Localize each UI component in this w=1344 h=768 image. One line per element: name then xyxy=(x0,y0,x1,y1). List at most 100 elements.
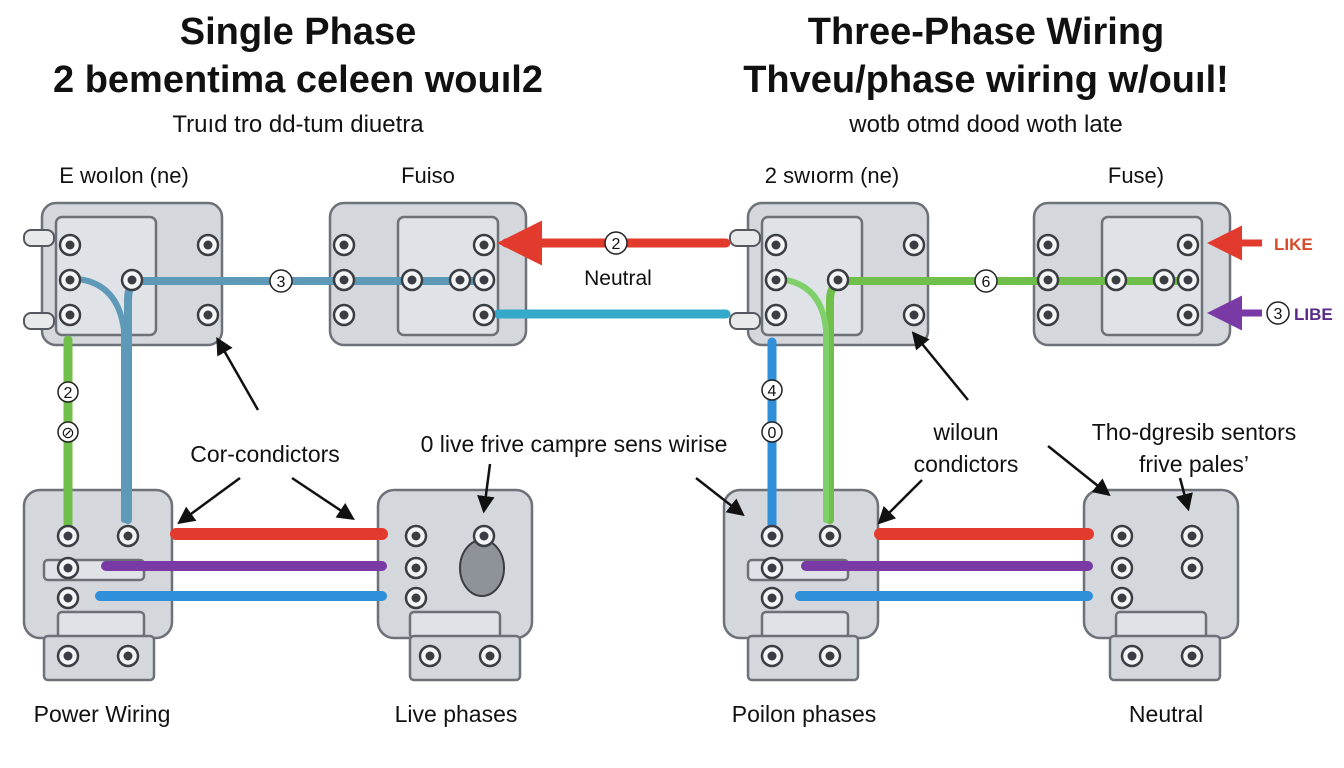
arrow-left-up xyxy=(216,336,260,411)
terminal-screw-icon xyxy=(448,268,472,292)
terminal-screw-icon xyxy=(56,556,80,580)
right-green-cable-2 xyxy=(777,276,829,523)
left-subtitle: 2 bementima celeen wouıl2 xyxy=(53,59,543,101)
terminal-screw-icon xyxy=(196,233,220,257)
arrow-sentors-2 xyxy=(1175,477,1193,512)
badge-left-2: 2 xyxy=(57,381,79,403)
terminal-screw-icon xyxy=(58,233,82,257)
badge-left-small-text: ⊘ xyxy=(61,425,74,442)
right-bottom-label-2: Neutral xyxy=(1129,701,1203,727)
badge-left-3-text: 3 xyxy=(277,274,286,291)
left-fuse-label: Fuiso xyxy=(401,163,455,188)
terminal-screw-icon xyxy=(818,524,842,548)
arrow-left-conductor-1 xyxy=(177,476,241,525)
badge-left-small: ⊘ xyxy=(57,421,79,443)
terminal-screw-icon xyxy=(1110,524,1134,548)
terminal-screw-icon xyxy=(760,524,784,548)
badge-right-4: 4 xyxy=(761,379,783,401)
badge-left-3: 3 xyxy=(269,269,293,293)
terminal-screw-icon xyxy=(764,303,788,327)
badge-left-2-text: 2 xyxy=(64,385,73,402)
left-title: Single Phase xyxy=(180,11,417,53)
terminal-screw-icon xyxy=(760,586,784,610)
badge-right-3: 3 xyxy=(1266,301,1290,325)
terminal-screw-icon xyxy=(196,303,220,327)
terminal-screw-icon xyxy=(472,303,496,327)
terminal-screw-icon xyxy=(400,268,424,292)
terminal-screw-icon xyxy=(1180,524,1204,548)
terminal-screw-icon xyxy=(472,268,496,292)
badge-right-0-text: 0 xyxy=(768,425,777,442)
terminal-screw-icon xyxy=(818,644,842,668)
badge-right-6-text: 6 xyxy=(982,274,991,291)
terminal-screw-icon xyxy=(764,268,788,292)
arrow-left-conductor-2 xyxy=(291,476,355,520)
right-fuse-box xyxy=(1032,201,1232,347)
terminal-screw-icon xyxy=(332,233,356,257)
terminal-screw-icon xyxy=(472,524,496,548)
terminal-screw-icon xyxy=(760,556,784,580)
left-bottom-label-2: Live phases xyxy=(395,701,518,727)
left-callout: Cor-condictors xyxy=(190,441,340,467)
terminal-screw-icon xyxy=(418,644,442,668)
terminal-screw-icon xyxy=(116,524,140,548)
terminal-screw-icon xyxy=(902,303,926,327)
terminal-screw-icon xyxy=(760,644,784,668)
terminal-screw-icon xyxy=(1180,644,1204,668)
terminal-screw-icon xyxy=(120,268,144,292)
libe-label: LIBE xyxy=(1294,305,1333,324)
left-fuse-box xyxy=(328,201,528,347)
badge-center-2-text: 2 xyxy=(612,236,621,253)
terminal-screw-icon xyxy=(56,644,80,668)
terminal-screw-icon xyxy=(1036,268,1060,292)
left-caption: Truıd tro dd-tum diuetra xyxy=(172,111,424,138)
terminal-screw-icon xyxy=(332,268,356,292)
right-bottom-label-1: Poilon phases xyxy=(732,701,877,727)
terminal-screw-icon xyxy=(478,644,502,668)
left-blue-gray-cable-2 xyxy=(75,276,127,523)
badge-right-6: 6 xyxy=(974,269,998,293)
terminal-screw-icon xyxy=(404,556,428,580)
right-switch-label: 2 swıorm (ne) xyxy=(765,163,899,188)
left-power-box xyxy=(22,488,174,682)
terminal-screw-icon xyxy=(1036,303,1060,327)
right-poilon-box xyxy=(722,488,880,682)
terminal-screw-icon xyxy=(1036,233,1060,257)
badge-right-0: 0 xyxy=(761,421,783,443)
terminal-screw-icon xyxy=(1110,556,1134,580)
right-callout-line1: wiloun xyxy=(932,419,998,445)
center-neutral-label: Neutral xyxy=(584,267,652,290)
badge-right-4-text: 4 xyxy=(768,383,777,400)
left-bottom-label-1: Power Wiring xyxy=(34,701,171,727)
terminal-screw-icon xyxy=(1176,303,1200,327)
right-title: Three-Phase Wiring xyxy=(808,11,1165,53)
terminal-screw-icon xyxy=(764,233,788,257)
terminal-screw-icon xyxy=(56,586,80,610)
arrow-live-text xyxy=(477,463,495,514)
left-switch-label: E woılon (ne) xyxy=(59,163,189,188)
arrow-right-switch xyxy=(695,477,745,517)
right-neutral-box xyxy=(1082,488,1240,682)
arrow-right-conductor-1 xyxy=(877,479,923,525)
terminal-screw-icon xyxy=(1176,268,1200,292)
left-live-box xyxy=(376,488,534,682)
badge-center-2: 2 xyxy=(604,231,628,255)
right-callout-line2: condictors xyxy=(914,451,1019,477)
terminal-screw-icon xyxy=(1152,268,1176,292)
right-sentors-line2: frive pales’ xyxy=(1139,451,1249,477)
like-label: LIKE xyxy=(1274,235,1313,254)
right-sentors-line1: Tho-dgresib sentors xyxy=(1092,419,1297,445)
terminal-screw-icon xyxy=(56,524,80,548)
terminal-screw-icon xyxy=(332,303,356,327)
right-subtitle: Thveu/phase wiring w/ouıl! xyxy=(743,59,1229,101)
terminal-screw-icon xyxy=(1176,233,1200,257)
terminal-screw-icon xyxy=(58,303,82,327)
arrow-sentors-1 xyxy=(1047,445,1111,497)
terminal-screw-icon xyxy=(826,268,850,292)
terminal-screw-icon xyxy=(1104,268,1128,292)
terminal-screws xyxy=(56,233,1204,668)
right-fuse-label: Fuse) xyxy=(1108,163,1164,188)
terminal-screw-icon xyxy=(116,644,140,668)
terminal-screw-icon xyxy=(472,233,496,257)
